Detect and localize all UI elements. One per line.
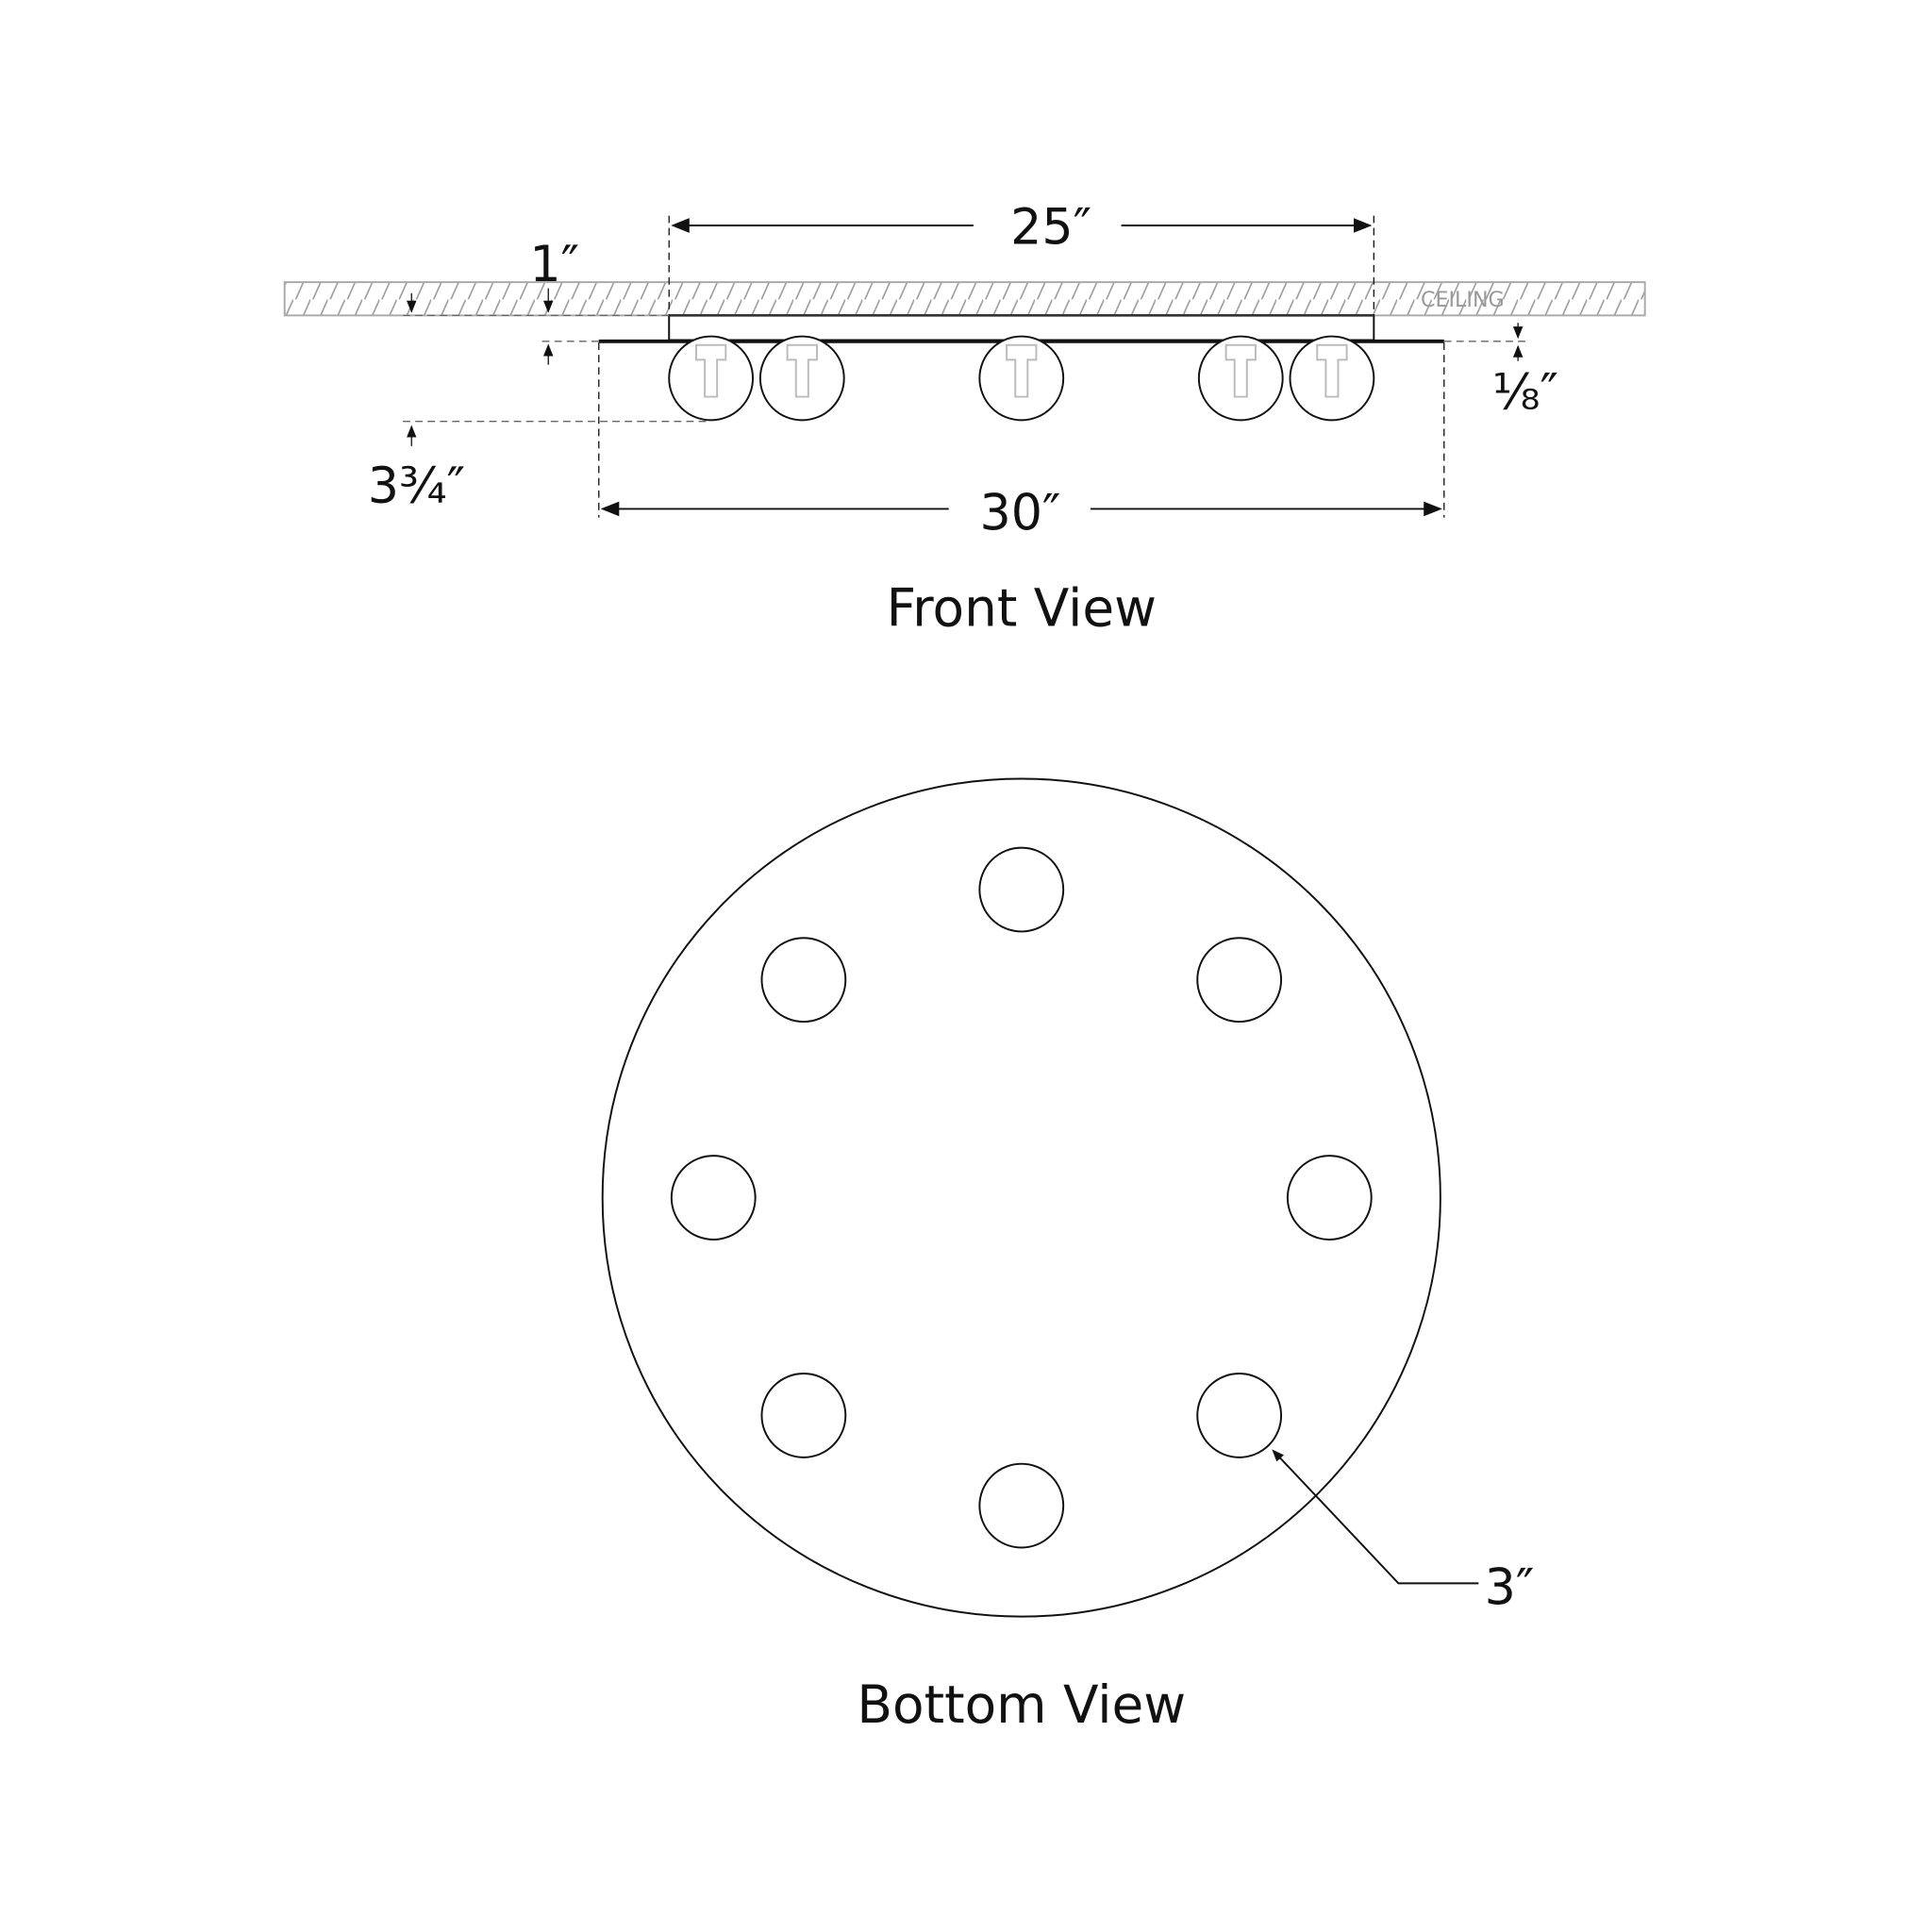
socket-icon	[1006, 343, 1038, 398]
ceiling	[283, 281, 1646, 317]
bottom-view-title: Bottom View	[857, 1674, 1186, 1735]
bulb	[760, 1373, 847, 1458]
leader-line	[1273, 1450, 1479, 1585]
overall-height-label: 3¾″	[368, 458, 465, 515]
socket-icon	[786, 343, 818, 398]
leader-arrow	[1272, 1449, 1289, 1467]
socket-icon	[1224, 343, 1257, 398]
bulb-diameter-label: 3″	[1485, 1560, 1535, 1617]
bulb	[1197, 335, 1284, 422]
overall-width-label: 30″	[979, 486, 1060, 542]
bulb	[978, 1462, 1065, 1549]
socket-icon	[694, 343, 727, 398]
front-view: CEILING 25″ 30″ 1″ ⅛″ 3¾″ Front Vie	[283, 200, 1646, 639]
bulb	[668, 335, 755, 422]
bulb	[1196, 937, 1283, 1024]
bulb	[978, 335, 1065, 422]
canopy-height-label: 1″	[529, 237, 579, 293]
plate-thickness-label: ⅛″	[1492, 365, 1558, 422]
bulb	[758, 335, 845, 422]
front-bulbs	[668, 335, 1375, 422]
bulb	[1289, 335, 1375, 422]
front-view-title: Front View	[887, 578, 1157, 639]
bulb	[760, 937, 847, 1024]
bulb	[1196, 1373, 1283, 1458]
socket-icon	[1316, 343, 1348, 398]
canopy-width-label: 25″	[1010, 200, 1091, 257]
bulb	[978, 846, 1065, 933]
ceiling-label: CEILING	[1421, 288, 1505, 312]
bottom-view: 3″ Bottom View	[601, 777, 1535, 1735]
bulb	[670, 1155, 757, 1241]
bulb	[1286, 1155, 1373, 1241]
